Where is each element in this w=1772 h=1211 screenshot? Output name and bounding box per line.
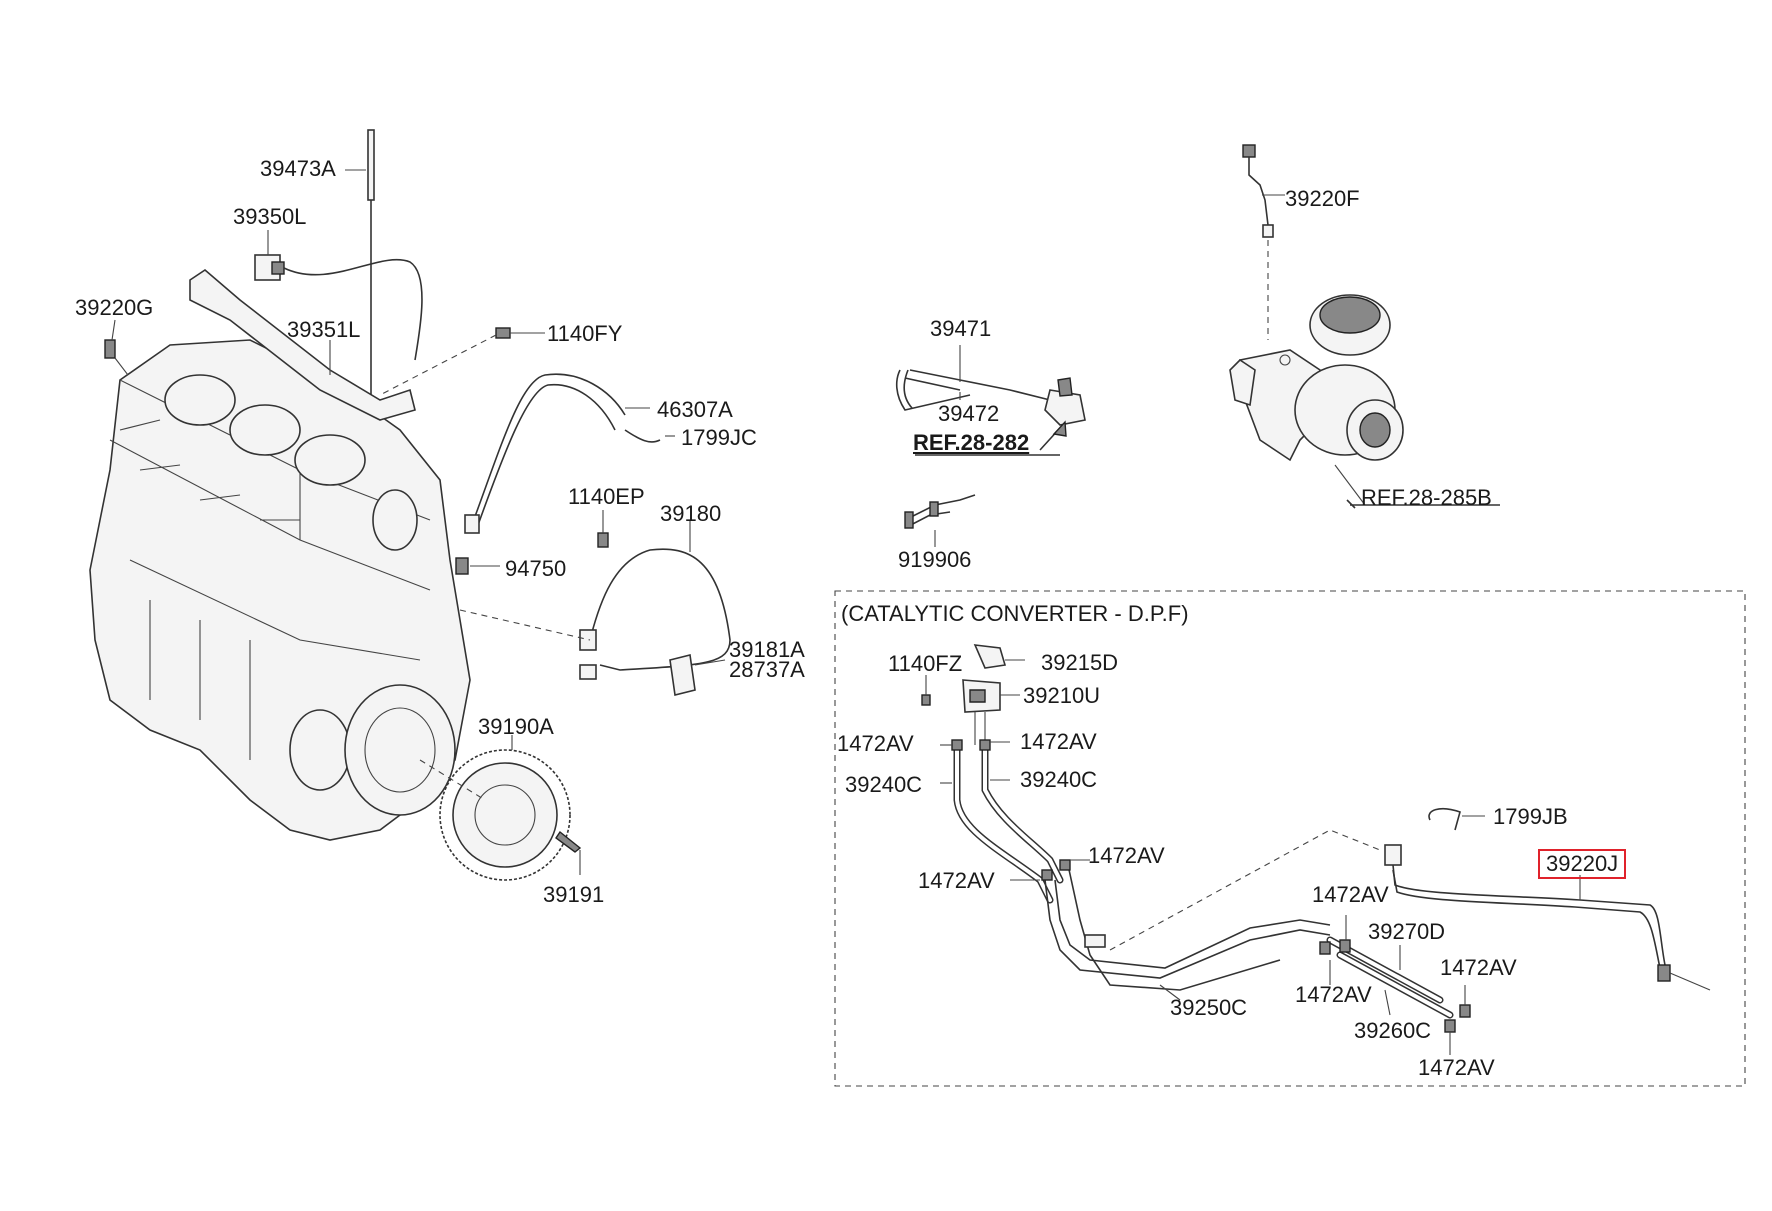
label-1472AV-mid-right: 1472AV: [1088, 843, 1165, 868]
part-1140FY: [379, 327, 545, 396]
label-39220F: 39220F: [1285, 186, 1360, 211]
label-1140FZ: 1140FZ: [888, 651, 963, 676]
label-1140EP: 1140EP: [568, 484, 645, 509]
label-1472AV-bottom: 1472AV: [1418, 1055, 1495, 1080]
label-39260C: 39260C: [1354, 1018, 1432, 1043]
label-39220J-highlighted: 39220J: [1538, 849, 1627, 879]
label-39180: 39180: [660, 501, 722, 526]
dpf-box-title: (CATALYTIC CONVERTER - D.P.F): [841, 601, 1189, 626]
label-39240C-left: 39240C: [845, 772, 923, 797]
label-46307A: 46307A: [657, 397, 733, 422]
label-39240C-right: 39240C: [1020, 767, 1098, 792]
part-39220F: [1242, 144, 1285, 340]
label-1472AV-tube-right: 1472AV: [1440, 955, 1517, 980]
label-39471: 39471: [930, 316, 992, 341]
label-39210U: 39210U: [1023, 683, 1101, 708]
label-1140FY: 1140FY: [547, 321, 623, 346]
label-919906: 919906: [898, 547, 972, 572]
part-39351L: [189, 268, 416, 421]
part-39220G: [104, 319, 129, 376]
part-919906: [904, 494, 976, 547]
label-39350L: 39350L: [233, 204, 307, 229]
part-39471: [895, 345, 1086, 456]
label-ref-28-282: REF.28-282: [913, 430, 1030, 455]
part-39215D: [973, 644, 1025, 669]
part-39270D: [1319, 915, 1471, 1055]
part-39250C: [1010, 859, 1331, 1001]
label-39181A: 39181A: [729, 637, 805, 662]
part-39190A: [419, 735, 571, 881]
dpf-box-border: [834, 590, 1746, 1087]
engine-block: [89, 339, 471, 841]
part-39220J: [1384, 844, 1711, 991]
part-1140EP: [597, 510, 609, 548]
label-1472AV-tube-left: 1472AV: [1295, 982, 1372, 1007]
label-94750: 94750: [505, 556, 567, 581]
label-28737A: 28737A: [729, 657, 805, 682]
label-1472AV-tube-top: 1472AV: [1312, 882, 1389, 907]
part-94750: [455, 557, 500, 575]
label-39215D: 39215D: [1041, 650, 1119, 675]
part-46307A: [464, 373, 650, 534]
label-1472AV-mid-left: 1472AV: [918, 868, 995, 893]
label-39473A: 39473A: [260, 156, 336, 181]
part-1799JC: [624, 429, 675, 443]
label-39472: 39472: [938, 401, 1000, 426]
label-ref-28-285B: REF.28-285B: [1361, 485, 1492, 510]
part-39240C-hoses: [940, 739, 1064, 904]
label-39250C: 39250C: [1170, 995, 1248, 1020]
part-1140FZ: [921, 675, 931, 706]
label-39191: 39191: [543, 882, 605, 907]
part-39191: [555, 830, 582, 875]
label-1799JC: 1799JC: [681, 425, 757, 450]
label-1799JB: 1799JB: [1493, 804, 1568, 829]
label-39351L: 39351L: [287, 317, 361, 342]
part-39210U: [962, 679, 1020, 745]
part-1799JB: [1428, 808, 1485, 831]
part-39473A: [345, 129, 375, 400]
part-turbocharger: [1229, 294, 1500, 509]
label-39220G: 39220G: [75, 295, 154, 320]
label-39190A: 39190A: [478, 714, 554, 739]
part-39181A: [459, 609, 726, 696]
part-39350L: [254, 230, 423, 361]
leader-39220J: [1109, 829, 1381, 951]
label-1472AV-left-top: 1472AV: [837, 731, 914, 756]
label-1472AV-right-top: 1472AV: [1020, 729, 1097, 754]
part-39180: [579, 520, 731, 680]
label-39270D: 39270D: [1368, 919, 1446, 944]
